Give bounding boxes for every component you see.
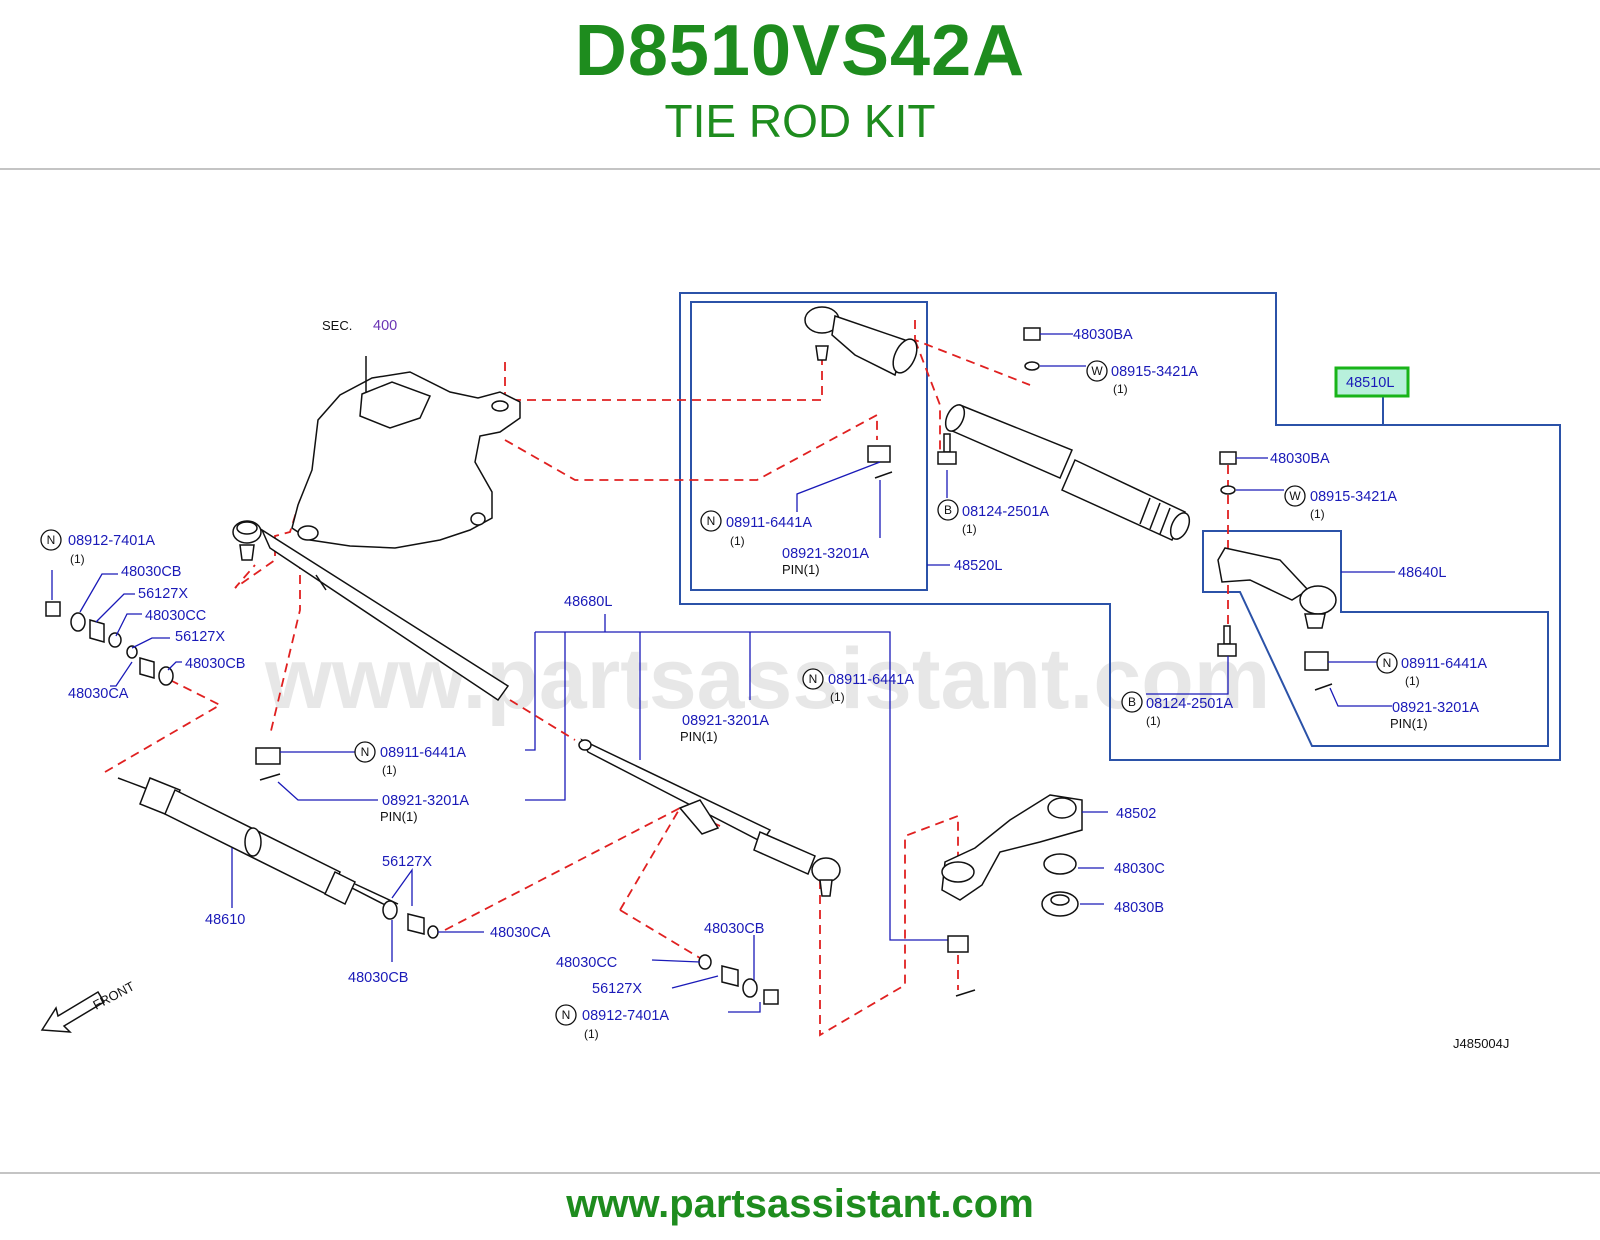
svg-text:N: N [361, 745, 370, 759]
callout-08911-6441A: 08911-6441A [828, 672, 914, 688]
callout-48520L: 48520L [954, 558, 1002, 574]
callout-qty: (1) [730, 534, 745, 548]
kit-part-number: D8510VS42A [574, 11, 1026, 91]
callout-qty: (1) [1113, 382, 1128, 396]
callout-08124-2501A: 08124-2501A [1146, 696, 1233, 712]
tie-rod-end-48520 [804, 306, 918, 377]
assembly-centerlines [104, 320, 1229, 1037]
svg-text:48510L: 48510L [1346, 375, 1394, 391]
svg-text:N: N [809, 672, 818, 686]
callout-qty: (1) [962, 522, 977, 536]
svg-text:N: N [707, 514, 716, 528]
callout-08921-3201A: 08921-3201A [782, 546, 869, 562]
part-callouts: 48030BA 08915-3421A (1) 48510L 48030BA 0… [68, 327, 1487, 1041]
callout-48030CA: 48030CA [68, 686, 129, 702]
callout-08912-7401A: 08912-7401A [68, 533, 155, 549]
callout-48030CC: 48030CC [556, 955, 617, 971]
callout-56127X: 56127X [138, 586, 188, 602]
section-number: 400 [373, 318, 397, 334]
callout-08921-3201A: 08921-3201A [682, 713, 769, 729]
callout-qty: (1) [70, 552, 85, 566]
callout-56127X: 56127X [382, 854, 432, 870]
callout-48640L: 48640L [1398, 565, 1446, 581]
callout-48030BA: 48030BA [1073, 327, 1133, 343]
callout-pin: PIN(1) [1390, 716, 1428, 731]
callout-56127X: 56127X [592, 981, 642, 997]
kit-title: TIE ROD KIT [664, 95, 936, 147]
svg-text:W: W [1289, 489, 1301, 503]
callout-48030CB: 48030CB [348, 970, 408, 986]
callout-qty: (1) [830, 690, 845, 704]
front-label: FRONT [90, 978, 137, 1012]
callout-08124-2501A: 08124-2501A [962, 504, 1049, 520]
callout-qty: (1) [382, 763, 397, 777]
callout-48030CB: 48030CB [704, 921, 764, 937]
callout-48030BA: 48030BA [1270, 451, 1330, 467]
spec-badges: W W B B N N N N N N [40, 360, 1398, 1026]
center-link [578, 738, 841, 897]
page-header: D8510VS42A TIE ROD KIT [0, 0, 1600, 168]
kit-outline-48520L [690, 301, 950, 591]
tie-rod-exploded-diagram: www.partsassistant.com [40, 292, 1561, 1051]
svg-text:N: N [47, 533, 56, 547]
svg-text:B: B [1128, 695, 1136, 709]
callout-qty: (1) [1405, 674, 1420, 688]
callout-48030CA: 48030CA [490, 925, 551, 941]
svg-text:N: N [562, 1008, 571, 1022]
pitman-arm-48502 [941, 794, 1083, 901]
section-prefix: SEC. [322, 318, 352, 333]
callout-48030B: 48030B [1114, 900, 1164, 916]
callout-08915-3421A: 08915-3421A [1310, 489, 1397, 505]
tie-rod-end-48640 [1217, 547, 1337, 629]
footer-website: www.partsassistant.com [566, 1182, 1034, 1226]
callout-leaders [51, 333, 1392, 1013]
front-direction-indicator: FRONT [40, 978, 137, 1033]
svg-text:N: N [1383, 656, 1392, 670]
callout-pin: PIN(1) [380, 809, 418, 824]
callout-qty: (1) [1310, 507, 1325, 521]
figure-code: J485004J [1453, 1036, 1509, 1051]
kit-outline-48510L [679, 292, 1561, 761]
svg-text:W: W [1091, 364, 1103, 378]
callout-08911-6441A: 08911-6441A [726, 515, 812, 531]
callout-08921-3201A: 08921-3201A [1392, 700, 1479, 716]
header-divider [0, 168, 1600, 170]
callout-qty: (1) [1146, 714, 1161, 728]
side-rod-48520 [232, 520, 510, 702]
callout-48030C: 48030C [1114, 861, 1165, 877]
callout-qty: (1) [584, 1027, 599, 1041]
kit-outline-48680L [525, 614, 950, 941]
adjusting-tube [944, 404, 1191, 541]
callout-48030CC: 48030CC [145, 608, 206, 624]
kit-outline-48640L [1202, 530, 1549, 747]
callout-48030CB: 48030CB [121, 564, 181, 580]
callout-48030CB: 48030CB [185, 656, 245, 672]
callout-pin: PIN(1) [782, 562, 820, 577]
callout-56127X: 56127X [175, 629, 225, 645]
callout-pin: PIN(1) [680, 729, 718, 744]
callout-08915-3421A: 08915-3421A [1111, 364, 1198, 380]
tie-rod-48610 [117, 777, 399, 911]
hardware-parts [45, 327, 1333, 1005]
callout-48610: 48610 [205, 912, 245, 928]
callout-08912-7401A: 08912-7401A [582, 1008, 669, 1024]
steering-gear-housing [291, 356, 521, 549]
callout-08911-6441A: 08911-6441A [380, 745, 466, 761]
svg-text:B: B [944, 503, 952, 517]
callout-48502: 48502 [1116, 806, 1156, 822]
callout-48510L-highlight: 48510L [1334, 366, 1410, 398]
callout-08921-3201A: 08921-3201A [382, 793, 469, 809]
callout-48680L: 48680L [564, 594, 612, 610]
footer-divider [0, 1172, 1600, 1174]
callout-08911-6441A: 08911-6441A [1401, 656, 1487, 672]
